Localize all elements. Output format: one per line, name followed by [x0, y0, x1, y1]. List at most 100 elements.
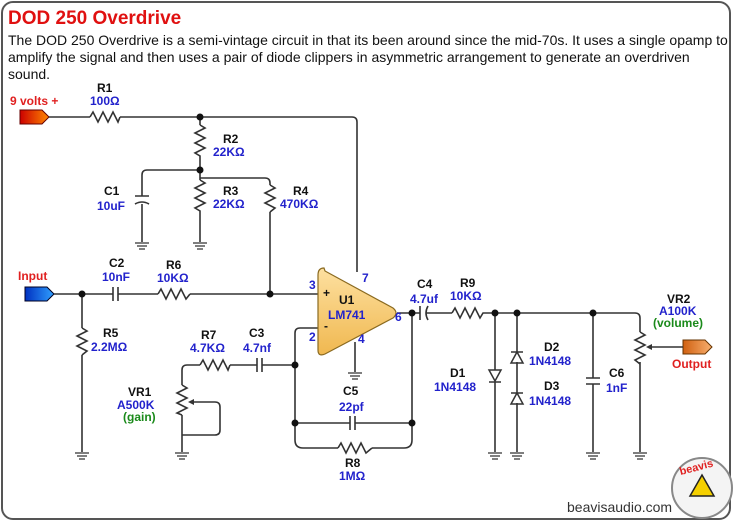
- resistor-r5: [75, 327, 89, 356]
- r2-name: R2: [223, 132, 239, 146]
- d2-value: 1N4148: [529, 354, 571, 368]
- vr1-wiper-arrow: [188, 399, 194, 405]
- c4-value: 4.7uf: [410, 292, 439, 306]
- warning-triangle-icon: [688, 473, 716, 497]
- capacitor-c2: [112, 287, 119, 301]
- r8-name: R8: [345, 456, 361, 470]
- vr1-name: VR1: [128, 385, 152, 399]
- vr2-value: A100K: [659, 304, 697, 318]
- beavis-logo: beavis: [671, 457, 733, 519]
- potentiometer-vr2: [633, 331, 647, 365]
- r1-value: 100Ω: [90, 94, 120, 108]
- r4-name: R4: [293, 184, 309, 198]
- ground-symbols: [75, 242, 647, 460]
- pin-3: 3: [309, 278, 316, 292]
- d1-value: 1N4148: [434, 380, 476, 394]
- d2-name: D2: [544, 340, 560, 354]
- input-label: Input: [18, 269, 47, 283]
- c5-name: C5: [343, 384, 359, 398]
- c2-value: 10nF: [102, 270, 130, 284]
- opamp-u1: [317, 267, 397, 356]
- ground-icon: [175, 452, 189, 460]
- vr2-wiper-arrow: [646, 344, 652, 350]
- c1-name: C1: [104, 184, 120, 198]
- d3-name: D3: [544, 379, 560, 393]
- pin-2: 2: [309, 330, 316, 344]
- r6-name: R6: [166, 258, 182, 272]
- ground-icon: [633, 452, 647, 460]
- resistors: [75, 110, 652, 455]
- c2-name: C2: [109, 256, 125, 270]
- pin-6: 6: [395, 310, 402, 324]
- output-connector: [682, 339, 713, 355]
- d1-name: D1: [450, 366, 466, 380]
- c1-value: 10uF: [97, 199, 125, 213]
- c3-name: C3: [249, 326, 265, 340]
- pin-7: 7: [362, 271, 369, 285]
- junctions: [78, 113, 597, 427]
- vr1-value: A500K: [117, 398, 155, 412]
- opamp-minus: -: [324, 319, 328, 333]
- opamp-plus: +: [323, 286, 330, 300]
- resistor-r2: [193, 124, 207, 160]
- ground-icon: [193, 242, 207, 250]
- ground-icon: [586, 452, 600, 460]
- capacitor-c3: [256, 358, 263, 372]
- diode-d3: [509, 391, 525, 405]
- r7-name: R7: [201, 328, 217, 342]
- r1-name: R1: [97, 81, 113, 95]
- resistor-r7: [199, 358, 231, 372]
- diodes: [487, 350, 525, 405]
- c5-value: 22pf: [339, 400, 365, 414]
- r2-value: 22KΩ: [213, 145, 245, 159]
- c6-name: C6: [609, 366, 625, 380]
- u1-value: LM741: [328, 308, 366, 322]
- ground-icon: [135, 242, 149, 250]
- ground-icon: [348, 372, 362, 380]
- capacitor-c6: [586, 377, 600, 385]
- ground-icon: [510, 452, 524, 460]
- r9-name: R9: [460, 276, 476, 290]
- d3-value: 1N4148: [529, 394, 571, 408]
- c3-value: 4.7nf: [243, 341, 272, 355]
- r6-value: 10KΩ: [157, 271, 189, 285]
- c4-name: C4: [417, 277, 433, 291]
- vr1-note: (gain): [123, 410, 156, 424]
- capacitors: [112, 195, 600, 430]
- capacitor-c4: [419, 305, 429, 321]
- resistor-r4: [263, 184, 277, 213]
- r8-value: 1MΩ: [339, 469, 366, 483]
- u1-name: U1: [339, 293, 355, 307]
- page-title: DOD 250 Overdrive: [8, 8, 182, 29]
- ground-icon: [488, 452, 502, 460]
- description: The DOD 250 Overdrive is a semi-vintage …: [8, 32, 728, 82]
- ground-icon: [75, 452, 89, 460]
- r4-value: 470KΩ: [280, 197, 319, 211]
- potentiometer-vr1: [175, 384, 189, 416]
- site-url: beavisaudio.com: [567, 499, 672, 515]
- diode-d2: [509, 350, 525, 364]
- power-label: 9 volts +: [10, 94, 58, 108]
- capacitor-c5: [349, 416, 356, 430]
- resistor-r8: [337, 441, 373, 455]
- resistor-r1: [89, 110, 121, 124]
- vr2-note: (volume): [653, 316, 703, 330]
- resistor-r6: [157, 287, 191, 301]
- c6-value: 1nF: [606, 381, 627, 395]
- component-labels: R1 100Ω R2 22KΩ C1 10uF R3 22KΩ R4 470KΩ…: [90, 81, 703, 483]
- r3-name: R3: [223, 184, 239, 198]
- resistor-r3: [193, 179, 207, 215]
- r5-name: R5: [103, 326, 119, 340]
- resistor-r9: [451, 306, 486, 320]
- diode-d1: [487, 369, 503, 383]
- power-connector: [19, 109, 50, 125]
- output-label: Output: [672, 357, 711, 371]
- r5-value: 2.2MΩ: [91, 340, 128, 354]
- vr2-name: VR2: [667, 292, 691, 306]
- capacitor-c1: [134, 195, 150, 205]
- r9-value: 10KΩ: [450, 289, 482, 303]
- pin-4: 4: [358, 332, 365, 346]
- r7-value: 4.7KΩ: [190, 341, 225, 355]
